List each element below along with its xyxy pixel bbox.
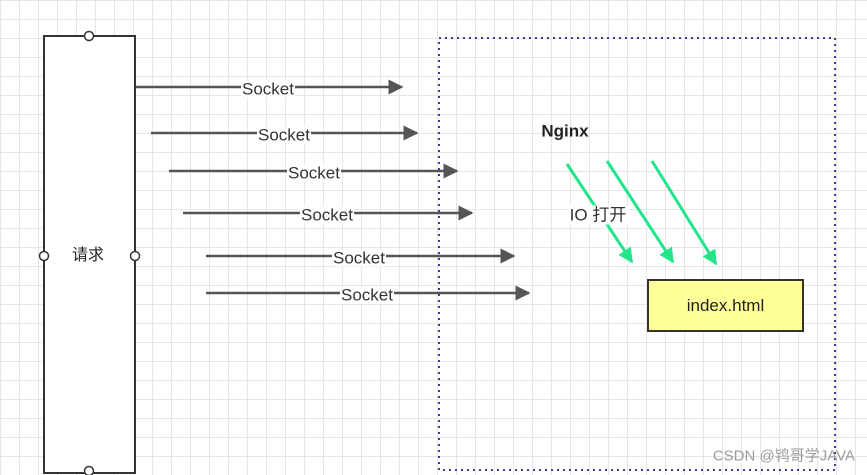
client-box-handle-right [129, 250, 141, 262]
io-arrow [650, 160, 718, 266]
socket-label: Socket [332, 248, 386, 268]
io-arrow [605, 160, 675, 264]
index-html-box: index.html [647, 279, 804, 332]
io-open-label: IO 打开 [567, 205, 629, 225]
client-box [43, 35, 136, 474]
client-box-handle-top [83, 30, 95, 42]
socket-label: Socket [300, 205, 354, 225]
client-label: 请求 [71, 247, 105, 264]
nginx-label: Nginx [541, 121, 589, 141]
socket-label: Socket [257, 125, 311, 145]
socket-label: Socket [340, 285, 394, 305]
nginx-container [438, 37, 836, 471]
watermark: CSDN @鸨哥学JAVA [712, 447, 855, 465]
file-label: index.html [686, 295, 765, 315]
socket-label: Socket [287, 163, 341, 183]
client-box-handle-bottom [83, 465, 95, 475]
socket-label: Socket [241, 79, 295, 99]
client-box-handle-left [38, 250, 50, 262]
